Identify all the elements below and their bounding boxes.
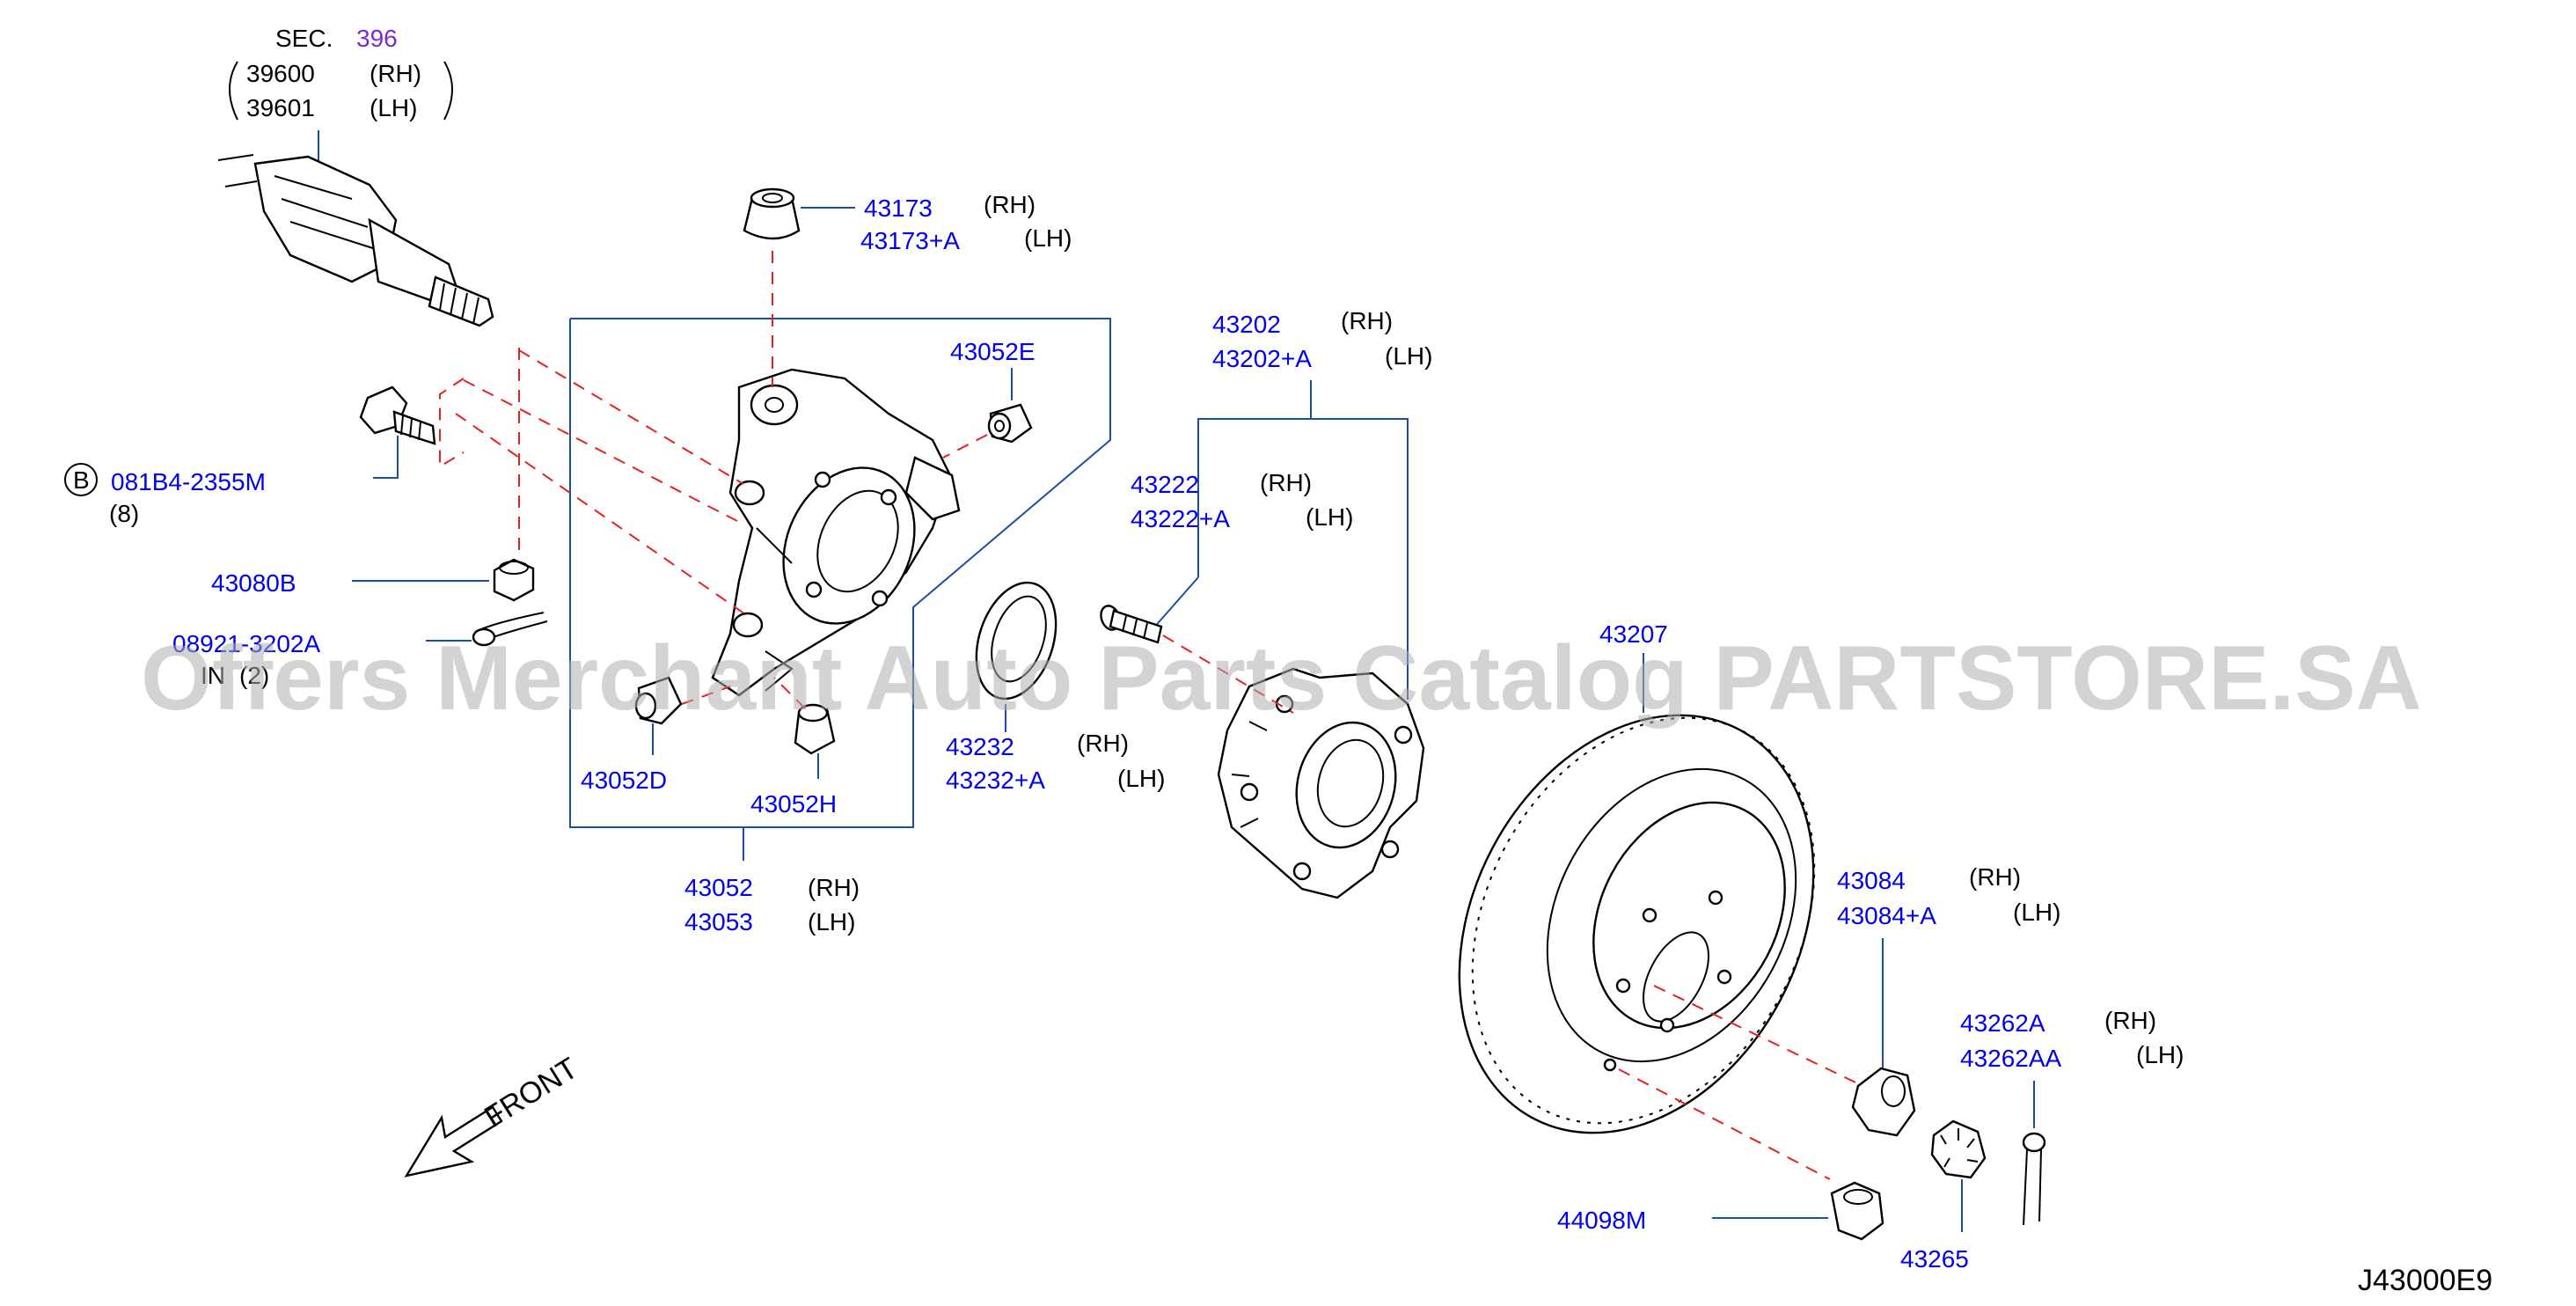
drive-shaft-lh-part: 39601 <box>246 94 315 121</box>
bushing-43052d: 43052D <box>581 676 683 794</box>
knuckle-lh-part[interactable]: 43053 <box>684 908 753 935</box>
wheel-nut-rh-side: (RH) <box>1969 863 2021 891</box>
drive-shaft-lh-side: (LH) <box>370 94 417 121</box>
hub-bolt-lh-part[interactable]: 43222+A <box>1131 505 1230 532</box>
plug: 44098M <box>1557 1181 1884 1241</box>
hub-bolt-rh-part[interactable]: 43222 <box>1131 471 1199 498</box>
cotter-pin-left: 08921-3202A IN (2) <box>172 612 548 689</box>
left-bracket <box>229 61 238 121</box>
watermark: Offers Merchant Auto Parts Catalog PARTS… <box>141 627 2422 730</box>
plug-part-number[interactable]: 44098M <box>1557 1207 1646 1234</box>
hub-assembly-lh-side: (LH) <box>1385 342 1432 370</box>
wheel-nut-rh-part[interactable]: 43084 <box>1837 867 1906 894</box>
knuckle-bolt: B 081B4-2355M (8) <box>64 385 436 527</box>
cotter-pin-left-qty: (2) <box>239 662 269 689</box>
knuckle-rh-side: (RH) <box>808 874 860 901</box>
drive-shaft-drawing <box>217 154 494 327</box>
hub-assembly-rh-side: (RH) <box>1341 307 1393 334</box>
cotter-pin-right-lh-part[interactable]: 43262AA <box>1960 1045 2062 1072</box>
top-bushing: 43173 (RH) 43173+A (LH) <box>743 187 1072 254</box>
hub-bolt: 43222 (RH) 43222+A (LH) <box>1100 469 1353 644</box>
hub-assembly-rh-part[interactable]: 43202 <box>1212 311 1281 338</box>
top-bushing-rh-side: (RH) <box>984 191 1036 218</box>
front-arrow-icon <box>404 1105 503 1178</box>
section-number-link[interactable]: 396 <box>356 25 398 52</box>
cotter-pin-left-qty-prefix: IN <box>201 662 225 689</box>
section-prefix: SEC. <box>275 25 333 52</box>
nut-43080b: 43080B <box>211 558 535 602</box>
top-bushing-rh-part[interactable]: 43173 <box>864 194 933 222</box>
brake-rotor: 43207 <box>1458 620 1875 1180</box>
front-label: FRONT <box>479 1052 583 1134</box>
top-bushing-lh-side: (LH) <box>1024 224 1072 252</box>
seal: 43232 (RH) 43232+A (LH) <box>946 581 1165 794</box>
hub-bolt-lh-side: (LH) <box>1306 503 1353 531</box>
knuckle-lh-side: (LH) <box>808 908 855 935</box>
assembly-lines-knuckle <box>439 251 988 709</box>
bushing-43052e: 43052E <box>950 338 1036 444</box>
bushing-43052e-part[interactable]: 43052E <box>950 338 1036 365</box>
bushing-43052h-part[interactable]: 43052H <box>750 790 837 818</box>
hub-assembly-lh-part[interactable]: 43202+A <box>1212 345 1312 372</box>
knuckle-group: 43052 (RH) 43053 (LH) <box>569 318 1111 935</box>
hub-assembly-labels: 43202 (RH) 43202+A (LH) <box>1197 307 1432 700</box>
lock-cap: 43265 <box>1900 1119 1987 1273</box>
bushing-43052d-part[interactable]: 43052D <box>581 767 667 794</box>
seal-lh-side: (LH) <box>1117 765 1165 792</box>
lock-cap-part-number[interactable]: 43265 <box>1900 1245 1969 1273</box>
steering-knuckle-drawing <box>711 368 961 697</box>
cotter-pin-right-rh-part[interactable]: 43262A <box>1960 1009 2045 1037</box>
section-reference: SEC. 396 39600 (RH) 39601 (LH) <box>229 25 453 169</box>
wheel-nut-lh-part[interactable]: 43084+A <box>1837 902 1936 929</box>
diagram-code: J43000E9 <box>2358 1264 2492 1297</box>
cotter-pin-right: 43262A (RH) 43262AA (LH) <box>1960 1007 2184 1226</box>
front-direction-indicator: FRONT <box>404 1052 584 1178</box>
wheel-nut: 43084 (RH) 43084+A (LH) <box>1837 863 2060 1137</box>
cotter-pin-right-lh-side: (LH) <box>2136 1041 2184 1068</box>
bolt-part-number[interactable]: 081B4-2355M <box>111 468 266 495</box>
bolt-callout-circle <box>64 463 98 496</box>
right-bracket <box>443 61 453 121</box>
nut-43080b-part-number[interactable]: 43080B <box>211 569 296 597</box>
seal-rh-side: (RH) <box>1077 730 1129 757</box>
rotor-part-number[interactable]: 43207 <box>1599 620 1668 648</box>
seal-rh-part[interactable]: 43232 <box>946 733 1014 760</box>
bolt-quantity: (8) <box>109 500 139 527</box>
cotter-pin-right-rh-side: (RH) <box>2104 1007 2156 1034</box>
wheel-nut-lh-side: (LH) <box>2013 899 2060 926</box>
bolt-callout-letter: B <box>73 466 90 494</box>
drive-shaft-rh-side: (RH) <box>370 60 421 87</box>
knuckle-rh-part[interactable]: 43052 <box>684 874 753 901</box>
bushing-43052h: 43052H <box>750 703 837 818</box>
top-bushing-lh-part[interactable]: 43173+A <box>860 227 960 254</box>
wheel-hub-drawing <box>1162 635 1425 899</box>
seal-lh-part[interactable]: 43232+A <box>946 767 1045 794</box>
drive-shaft-rh-part: 39600 <box>246 60 315 87</box>
cotter-pin-left-part-number[interactable]: 08921-3202A <box>172 630 320 657</box>
hub-bolt-rh-side: (RH) <box>1260 469 1312 496</box>
